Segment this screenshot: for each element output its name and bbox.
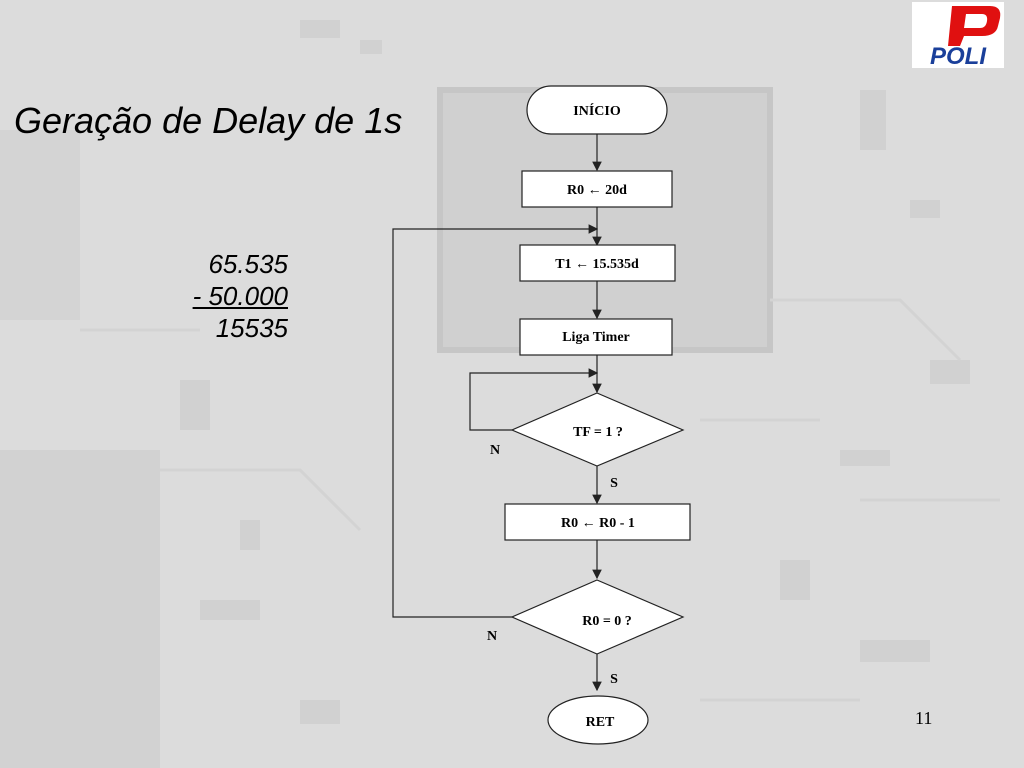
page-number: 11 — [915, 708, 933, 728]
decision-r0-yes-label: S — [610, 672, 618, 687]
decision-tf-no-label: N — [490, 443, 500, 458]
arrow-tf-no-loop — [469, 368, 599, 431]
poli-logo: POLI — [912, 2, 1004, 68]
start-terminal — [526, 85, 668, 135]
process-r0-dec-label: R0 ← R0 - 1 — [561, 516, 635, 531]
calc-result: 15535 — [215, 313, 288, 343]
decision-tf-label: TF = 1 ? — [573, 425, 623, 440]
process-timer-on — [519, 318, 673, 356]
slide-title: Geração de Delay de 1s — [14, 100, 403, 141]
start-label: INÍCIO — [573, 102, 621, 119]
process-r0-dec — [504, 503, 691, 541]
subtraction-calc: 65.535 - 50.000 15535 — [193, 248, 288, 344]
end-terminal — [547, 695, 649, 745]
decision-r0-label: R0 = 0 ? — [582, 614, 632, 629]
process-r0-init-label: R0 ← 20d — [567, 183, 627, 198]
process-t1-load — [519, 244, 676, 282]
decision-r0 — [510, 579, 685, 655]
arrow-r0-no-loop — [392, 224, 599, 618]
process-t1-load-label: T1 ← 15.535d — [555, 257, 639, 272]
decision-r0-no-label: N — [487, 629, 497, 644]
decision-tf-yes-label: S — [610, 476, 618, 491]
logo-text: POLI — [930, 43, 987, 68]
calc-subtrahend: - 50.000 — [192, 281, 288, 311]
calc-minuend: 65.535 — [208, 249, 288, 279]
process-r0-init — [521, 170, 673, 208]
end-label: RET — [586, 715, 615, 730]
decision-tf — [510, 392, 685, 467]
process-timer-on-label: Liga Timer — [562, 330, 630, 345]
